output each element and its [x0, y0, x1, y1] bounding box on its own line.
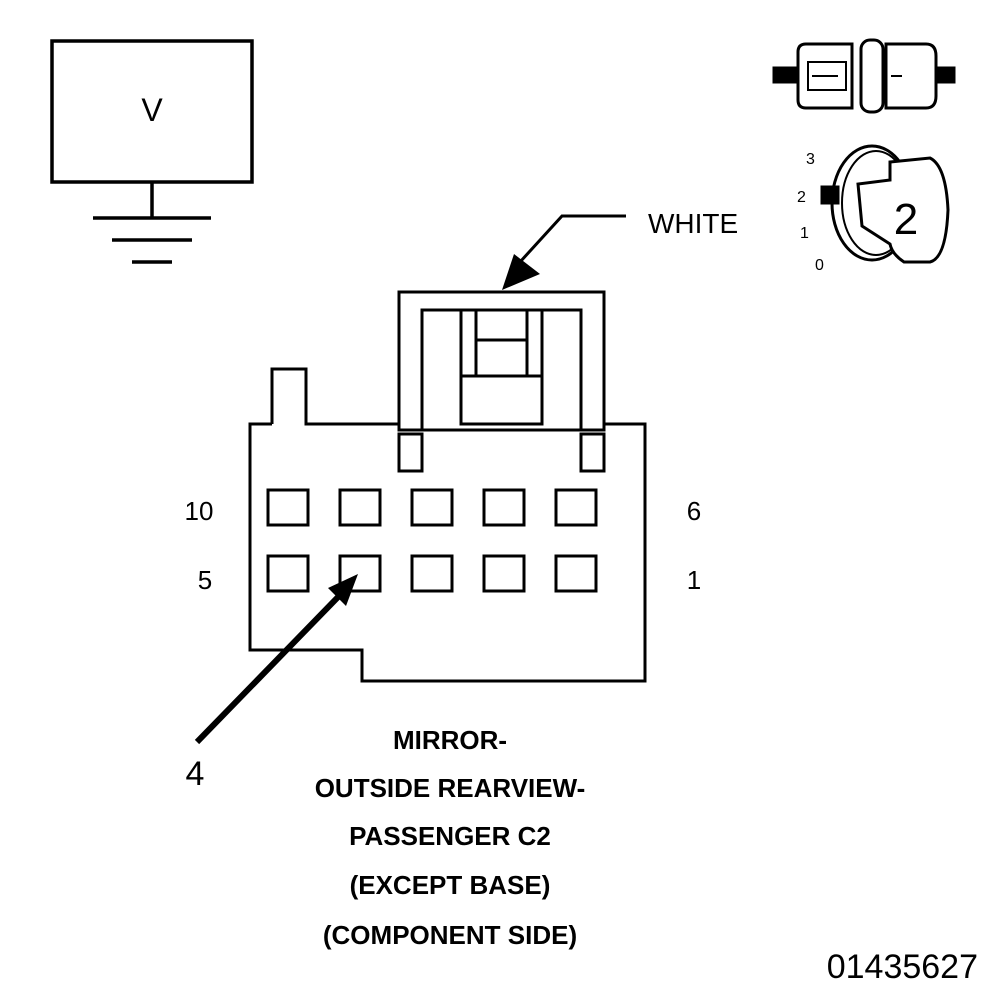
- pin-cavity-6: [554, 488, 598, 527]
- pin-cavity-3: [410, 554, 454, 593]
- caption-line-5: (COMPONENT SIDE): [323, 920, 577, 950]
- pin-label-10: 10: [185, 496, 214, 526]
- pin-label-6: 6: [687, 496, 701, 526]
- connector-lock: [397, 290, 606, 432]
- ignition-key-number: 2: [894, 195, 918, 244]
- pin-cavity-10: [266, 488, 310, 527]
- figure-id: 01435627: [827, 948, 978, 986]
- caption-line-1: MIRROR-: [393, 725, 507, 755]
- pin-cavities: [266, 488, 598, 593]
- probe-icon: [772, 38, 956, 114]
- pin-label-1: 1: [687, 565, 701, 595]
- ignition-position-3: 3: [806, 151, 815, 168]
- pin-label-5: 5: [198, 565, 212, 595]
- ignition-key-icon: [820, 144, 950, 264]
- caption-line-3: PASSENGER C2: [349, 821, 551, 851]
- connector-caption: MIRROR- OUTSIDE REARVIEW- PASSENGER C2 (…: [315, 725, 586, 950]
- pin-cavity-5: [266, 554, 310, 593]
- voltmeter-label: V: [141, 92, 163, 128]
- lock-color-label: WHITE: [648, 208, 738, 239]
- caption-line-2: OUTSIDE REARVIEW-: [315, 773, 586, 803]
- pointer-pin-number: 4: [186, 755, 205, 793]
- pin-cavity-1: [554, 554, 598, 593]
- ignition-position-1: 1: [800, 225, 809, 242]
- pin-cavity-7: [482, 488, 526, 527]
- ignition-position-2: 2: [797, 189, 806, 206]
- pin-cavity-2: [482, 554, 526, 593]
- connector-body: [248, 290, 647, 683]
- caption-line-4: (EXCEPT BASE): [350, 870, 551, 900]
- voltmeter-symbol: [50, 39, 254, 264]
- pin-cavity-8: [410, 488, 454, 527]
- lock-pointer-arrow: [502, 214, 626, 290]
- pin-pointer-arrow: [194, 574, 358, 745]
- pin-cavity-9: [338, 488, 382, 527]
- ignition-position-0: 0: [815, 257, 824, 274]
